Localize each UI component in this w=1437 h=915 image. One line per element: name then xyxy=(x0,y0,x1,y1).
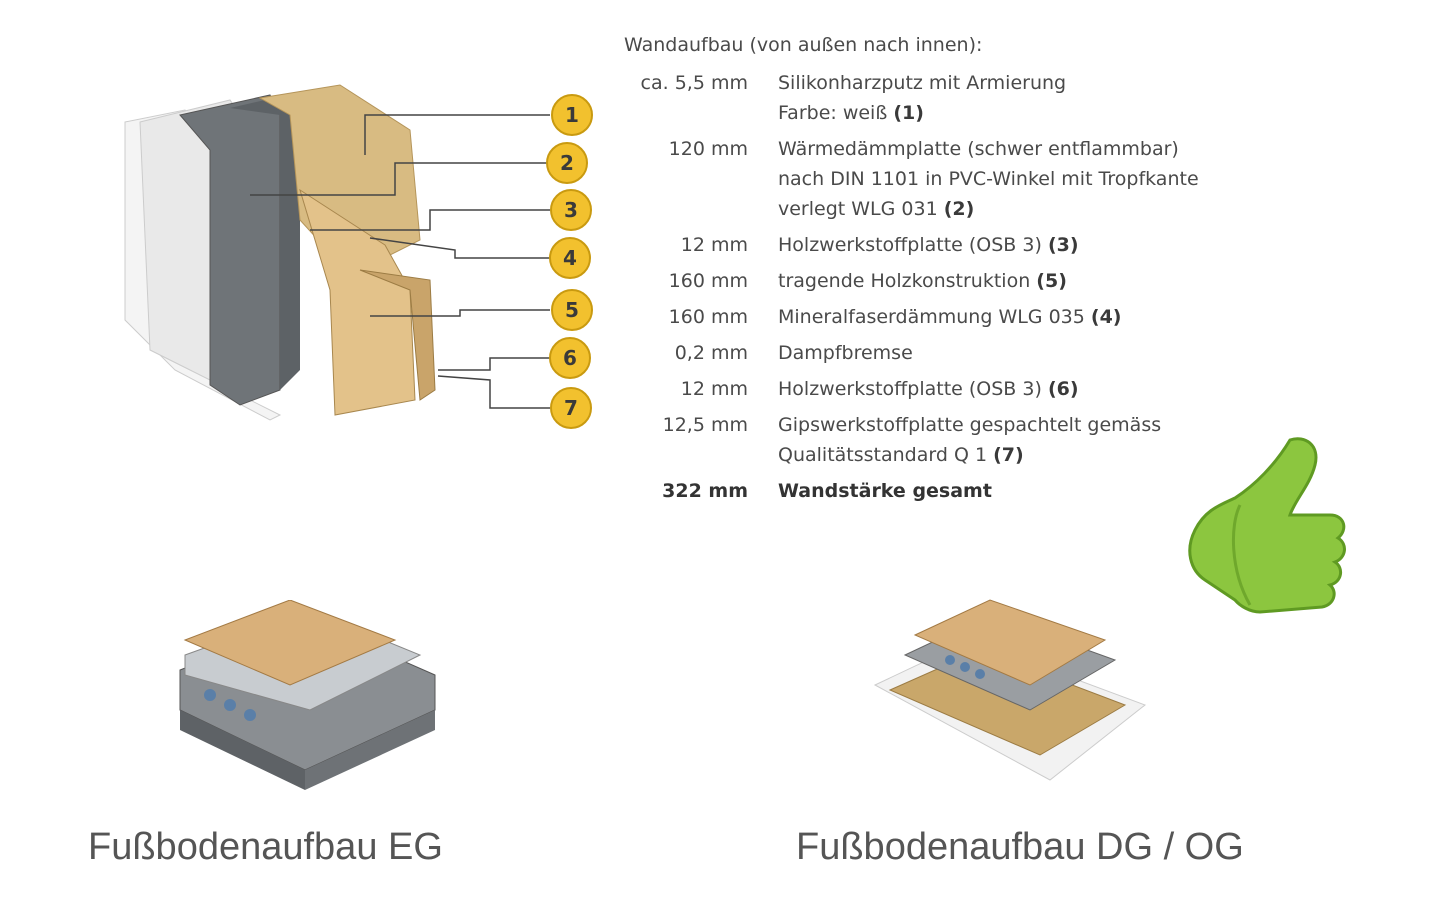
spec-line: verlegt WLG 031 (2) xyxy=(778,198,975,220)
total-label: Wandstärke gesamt xyxy=(778,480,992,502)
callout-1: 1 xyxy=(565,103,579,127)
floor-eg-illustration xyxy=(179,600,436,790)
thumbs-up-icon xyxy=(1188,437,1346,614)
spec-line: nach DIN 1101 in PVC-Winkel mit Tropfkan… xyxy=(778,168,1199,190)
spec-row: 160 mm tragende Holzkonstruktion (5) xyxy=(624,266,1244,296)
callout-7: 7 xyxy=(564,396,578,420)
spec-row: 12 mm Holzwerkstoffplatte (OSB 3) (6) xyxy=(624,374,1244,404)
spec-row: 12,5 mm Gipswerkstoffplatte gespachtelt … xyxy=(624,410,1244,470)
spec-line: Farbe: weiß (1) xyxy=(778,102,924,124)
callout-markers xyxy=(546,94,593,429)
spec-line: Silikonharzputz mit Armierung xyxy=(778,72,1067,94)
spec-line: Qualitätsstandard Q 1 (7) xyxy=(778,444,1024,466)
spec-line: Wärmedämmplatte (schwer entflammbar) xyxy=(778,138,1179,160)
spec-thickness: 120 mm xyxy=(668,138,748,160)
callout-3: 3 xyxy=(564,198,578,222)
spec-thickness: 12 mm xyxy=(680,234,748,256)
spec-row: 160 mm Mineralfaserdämmung WLG 035 (4) xyxy=(624,302,1244,332)
total-thickness: 322 mm xyxy=(662,480,748,502)
spec-description: Dampfbremse xyxy=(778,342,913,364)
spec-description: Wärmedämmplatte (schwer entflammbar) nac… xyxy=(778,134,1199,224)
spec-description: Holzwerkstoffplatte (OSB 3) (3) xyxy=(778,234,1079,256)
spec-ref: (4) xyxy=(1090,306,1122,328)
callout-4: 4 xyxy=(563,246,577,270)
spec-heading: Wandaufbau (von außen nach innen): xyxy=(624,34,983,56)
spec-thickness: 160 mm xyxy=(668,270,748,292)
floor-dg-illustration xyxy=(873,599,1147,781)
spec-thickness: 160 mm xyxy=(668,306,748,328)
spec-ref: (5) xyxy=(1036,270,1067,292)
spec-line: Gipswerkstoffplatte gespachtelt gemäss xyxy=(778,414,1162,436)
spec-ref: (7) xyxy=(993,444,1024,466)
spec-ref: (3) xyxy=(1047,234,1079,256)
spec-thickness: 0,2 mm xyxy=(674,342,748,364)
spec-row: 120 mm Wärmedämmplatte (schwer entflammb… xyxy=(624,134,1244,224)
spec-description: Gipswerkstoffplatte gespachtelt gemäss Q… xyxy=(778,410,1161,470)
spec-description: Silikonharzputz mit Armierung Farbe: wei… xyxy=(778,68,1066,128)
spec-row: 12 mm Holzwerkstoffplatte (OSB 3) (3) xyxy=(624,230,1244,260)
wall-spec: Wandaufbau (von außen nach innen): ca. 5… xyxy=(624,32,1244,512)
spec-description: Mineralfaserdämmung WLG 035 (4) xyxy=(778,306,1122,328)
spec-ref: (2) xyxy=(943,198,975,220)
spec-ref: (6) xyxy=(1047,378,1079,400)
spec-row: 0,2 mm Dampfbremse xyxy=(624,338,1244,368)
spec-description: Holzwerkstoffplatte (OSB 3) (6) xyxy=(778,378,1079,400)
spec-thickness: ca. 5,5 mm xyxy=(640,72,748,94)
spec-total-row: 322 mm Wandstärke gesamt xyxy=(624,476,1244,506)
callout-2: 2 xyxy=(560,151,574,175)
callout-5: 5 xyxy=(565,298,579,322)
spec-ref: (1) xyxy=(893,102,924,124)
spec-thickness: 12,5 mm xyxy=(662,414,748,436)
callout-6: 6 xyxy=(563,346,577,370)
caption-floor-dg: Fußbodenaufbau DG / OG xyxy=(796,826,1244,868)
wall-section-illustration: 1 2 3 4 5 6 7 xyxy=(124,84,593,429)
spec-thickness: 12 mm xyxy=(680,378,748,400)
spec-row: ca. 5,5 mm Silikonharzputz mit Armierung… xyxy=(624,68,1244,128)
spec-description: tragende Holzkonstruktion (5) xyxy=(778,270,1067,292)
caption-floor-eg: Fußbodenaufbau EG xyxy=(88,826,443,868)
